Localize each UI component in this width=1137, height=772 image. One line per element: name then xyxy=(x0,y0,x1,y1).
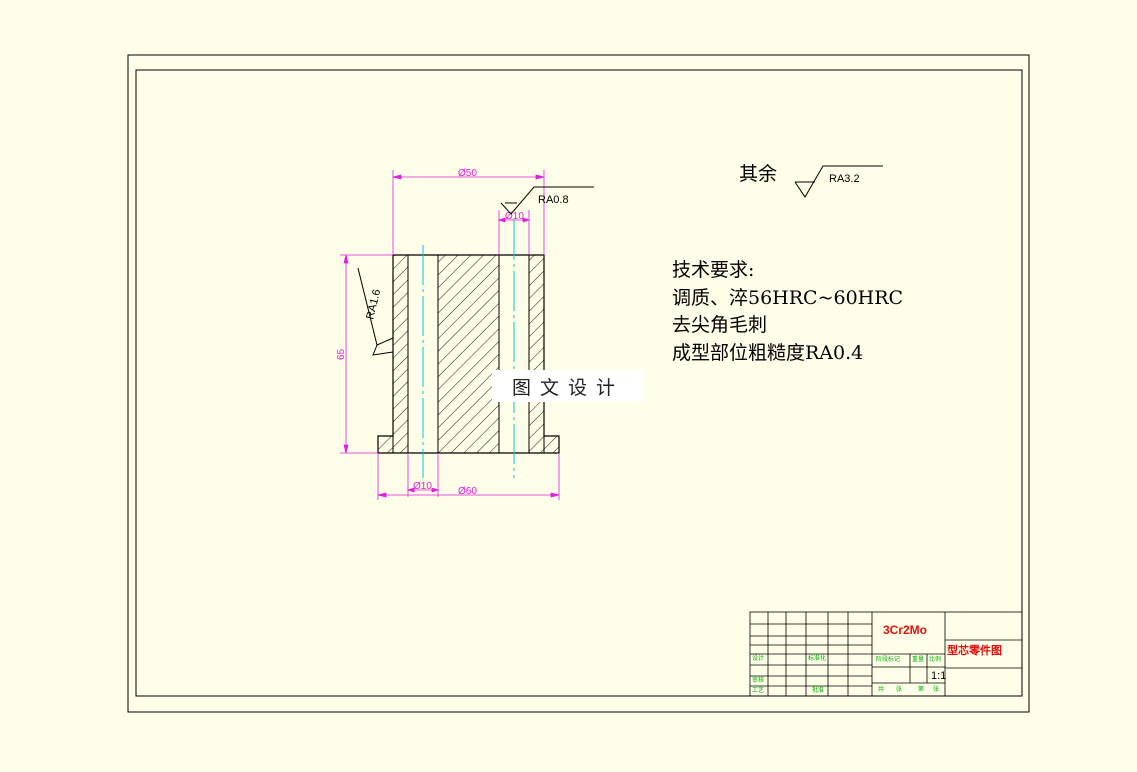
watermark-text: 图文设计 xyxy=(511,376,624,399)
requirement-line-2: 去尖角毛刺 xyxy=(672,314,767,336)
roughness-symbol-other xyxy=(794,165,883,198)
tb-label-page-unit: 张 xyxy=(933,685,939,693)
tb-label-review: 审核 xyxy=(752,676,764,684)
requirement-line-1: 调质、淬56HRC~60HRC xyxy=(672,287,903,309)
watermark-box: 图文设计 xyxy=(492,370,644,402)
part-section-view xyxy=(377,220,560,478)
tb-label-page: 第 xyxy=(918,685,924,693)
other-surfaces-label: 其余 xyxy=(739,163,777,185)
title-block-material: 3Cr2Mo xyxy=(883,623,927,637)
tb-label-design: 设计 xyxy=(752,654,764,662)
title-block-part-name: 型芯零件图 xyxy=(947,643,1002,657)
tb-label-standard: 标准化 xyxy=(808,654,826,662)
tb-label-total: 共 xyxy=(878,685,884,693)
left-flange-hatch xyxy=(378,436,393,453)
dim-height: 65 xyxy=(336,348,347,360)
tb-label-sheet: 张 xyxy=(896,685,902,693)
dim-flange-dia: Ø60 xyxy=(458,486,477,497)
tb-label-process: 工艺 xyxy=(752,686,764,694)
title-block xyxy=(749,611,1023,697)
center-wall-hatch xyxy=(438,255,499,453)
tb-label-weight: 重量 xyxy=(912,655,924,663)
requirements-title: 技术要求: xyxy=(672,259,754,281)
roughness-other-label: RA3.2 xyxy=(829,173,860,185)
dim-inner-dia-bottom: Ø10 xyxy=(413,481,432,492)
sheet-inner-border xyxy=(135,69,1023,697)
dim-top-outer-dia: Ø50 xyxy=(458,168,477,179)
roughness-symbol-top xyxy=(500,186,594,215)
roughness-top-label: RA0.8 xyxy=(538,194,569,206)
right-wall-hatch xyxy=(529,255,544,453)
right-flange-hatch xyxy=(544,436,559,453)
dimensions xyxy=(340,170,560,500)
tb-label-ratio: 比例 xyxy=(929,655,941,663)
dim-inner-dia-top: Ø10 xyxy=(505,211,524,222)
tb-label-approve: 批准 xyxy=(812,686,824,694)
sheet-outer-border xyxy=(127,54,1030,713)
requirement-line-3: 成型部位粗糙度RA0.4 xyxy=(672,342,863,364)
roughness-side-label: RA1.6 xyxy=(364,288,383,321)
title-block-scale: 1:1 xyxy=(931,670,946,682)
roughness-symbol-side xyxy=(357,267,394,356)
tb-label-stage-mark: 阶段标记 xyxy=(876,655,900,663)
left-wall-hatch xyxy=(393,255,408,453)
